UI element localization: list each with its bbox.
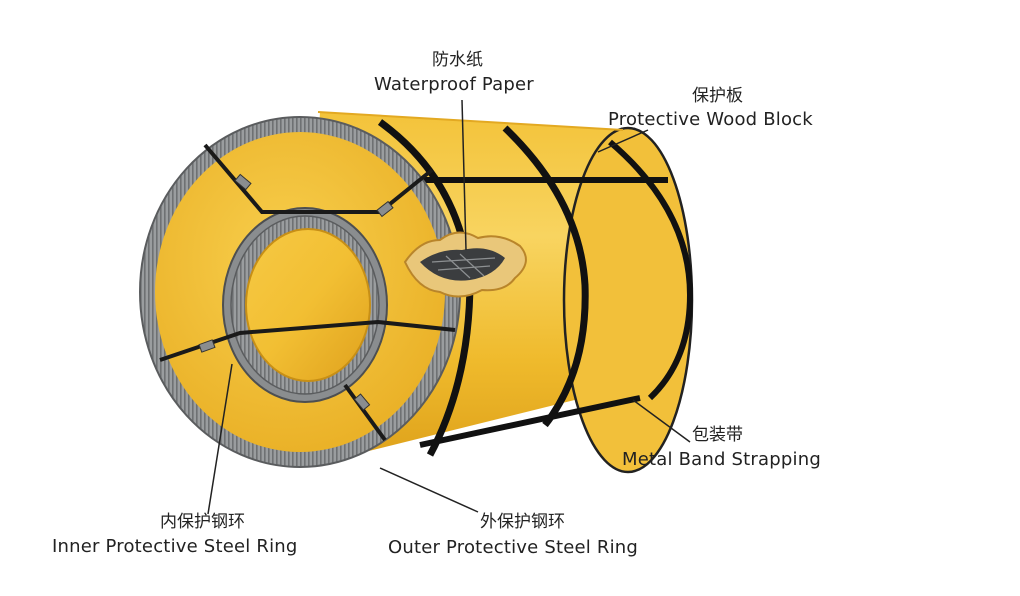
- coil-top-edge: [317, 111, 624, 131]
- leader-inner-protective-steel-ring: [207, 363, 233, 515]
- wood-block-clip: [376, 200, 394, 218]
- leader-protective-wood-block: [597, 129, 649, 153]
- face-strap-upper-left: [203, 143, 434, 214]
- leader-outer-protective-steel-ring: [379, 467, 479, 513]
- coil-bore: [245, 228, 371, 382]
- protective-wood-block-label-zh: 保护板: [692, 86, 743, 106]
- outer-protective-steel-ring-label-zh: 外保护钢环: [480, 512, 565, 532]
- metal-band-strapping-label-en: Metal Band Strapping: [622, 449, 821, 470]
- face-strap-lower-right: [343, 383, 387, 442]
- wood-block-clip: [198, 339, 216, 353]
- leader-waterproof-paper: [461, 99, 467, 251]
- waterproof-paper-label-zh: 防水纸: [432, 50, 483, 70]
- wood-block-clip: [353, 393, 371, 411]
- waterproof-paper-label-en: Waterproof Paper: [374, 74, 534, 95]
- protective-wood-block-label-en: Protective Wood Block: [608, 109, 813, 130]
- waterproof-paper-opening: [420, 248, 505, 281]
- metal-band-strap-2: [502, 125, 589, 428]
- metal-band-strapping-label-zh: 包装带: [692, 425, 743, 445]
- leader-metal-band-strapping: [632, 399, 691, 443]
- outer-protective-steel-ring-label-en: Outer Protective Steel Ring: [388, 537, 639, 558]
- waterproof-paper-texture: [431, 253, 496, 279]
- metal-band-strap-axial-bottom: [419, 395, 641, 448]
- inner-protective-steel-ring-label-zh: 内保护钢环: [160, 512, 245, 532]
- wood-block-clip: [234, 173, 252, 191]
- inner-protective-steel-ring-label-en: Inner Protective Steel Ring: [52, 536, 298, 557]
